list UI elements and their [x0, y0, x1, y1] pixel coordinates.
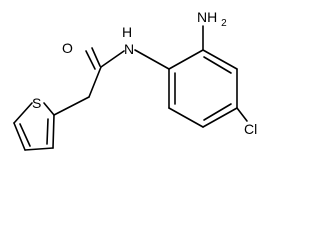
bond-benzene-5 — [168, 107, 204, 128]
amide-nitrogen-label: N — [124, 41, 134, 57]
bond-benzene-2b — [203, 56, 232, 74]
bond-thiophene-5b — [46, 118, 49, 145]
amide-hydrogen-label: H — [122, 24, 132, 40]
thiophene-ring — [13, 102, 55, 151]
amine-label: NH 2 — [197, 9, 227, 29]
bond-thiophene-5 — [52, 114, 55, 149]
chlorine-label: Cl — [244, 121, 257, 137]
bond-thiophene-3b — [19, 123, 31, 147]
bond-benzene-4 — [202, 107, 238, 128]
bond-c-n — [100, 50, 125, 68]
bond-ring-cl — [236, 107, 248, 122]
bond-n-ring — [134, 49, 170, 70]
amine-subscript: 2 — [221, 18, 227, 29]
bond-thiophene-2 — [13, 102, 33, 124]
bond-benzene-1 — [168, 49, 204, 70]
bond-c-ch2 — [88, 66, 102, 98]
atom-labels: NH 2 O N H S Cl — [32, 9, 257, 137]
bond-c-o-2 — [85, 50, 96, 70]
amine-nh: NH — [197, 9, 217, 25]
carbonyl-oxygen-label: O — [62, 40, 73, 56]
bond-c-o-1 — [91, 47, 101, 67]
bond-thiophene-3 — [13, 122, 26, 151]
bond-benzene-2 — [202, 49, 238, 70]
structure-canvas: NH 2 O N H S Cl — [13, 9, 257, 151]
benzene-ring — [168, 49, 238, 128]
bond-benzene-4b — [203, 103, 232, 121]
bond-thiophene-4 — [24, 147, 54, 151]
thiophene-sulfur-label: S — [32, 95, 41, 111]
bond-ch2-thiophene — [53, 96, 90, 116]
structure-drawing: NH 2 O N H S Cl — [13, 9, 257, 151]
amide-linker — [53, 47, 170, 116]
bond-thiophene-1 — [43, 102, 55, 116]
